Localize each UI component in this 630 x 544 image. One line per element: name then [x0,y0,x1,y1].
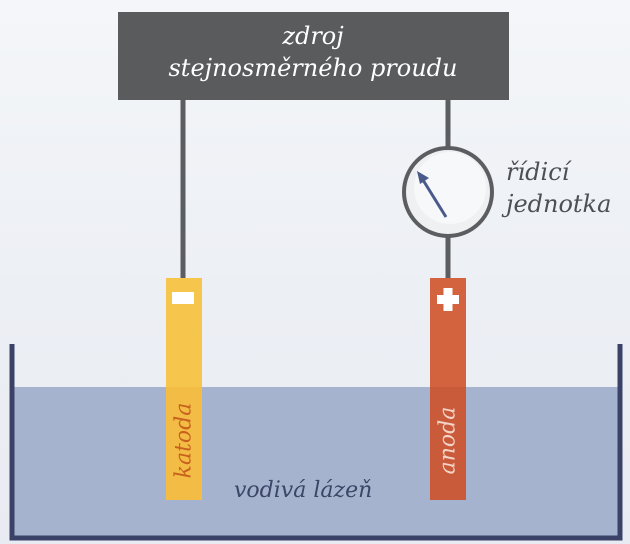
power-source-label-line2: stejnosměrného proudu [168,54,458,82]
minus-icon [172,292,194,304]
power-source-label-line1: zdroj [282,22,344,50]
plus-icon [437,288,459,311]
dc-power-source [118,12,509,100]
tank [9,344,623,541]
control-unit-label-line2: jednotka [506,190,612,218]
meter-needle-tip-icon [417,171,429,184]
cathode-wet-part [166,387,202,500]
bath-label: vodivá lázeň [234,478,373,503]
conductive-bath [12,387,619,536]
power-source-label: zdroj stejnosměrného proudu [136,20,490,84]
cathode-label: katoda [171,402,197,479]
control-unit-meter [402,146,494,238]
anode-wet-part [430,387,466,500]
control-unit-label-line1: řídicí [506,158,570,186]
anode-label: anoda [435,406,461,475]
meter-needle [421,179,448,218]
control-unit-label: řídicí jednotka [506,156,611,220]
